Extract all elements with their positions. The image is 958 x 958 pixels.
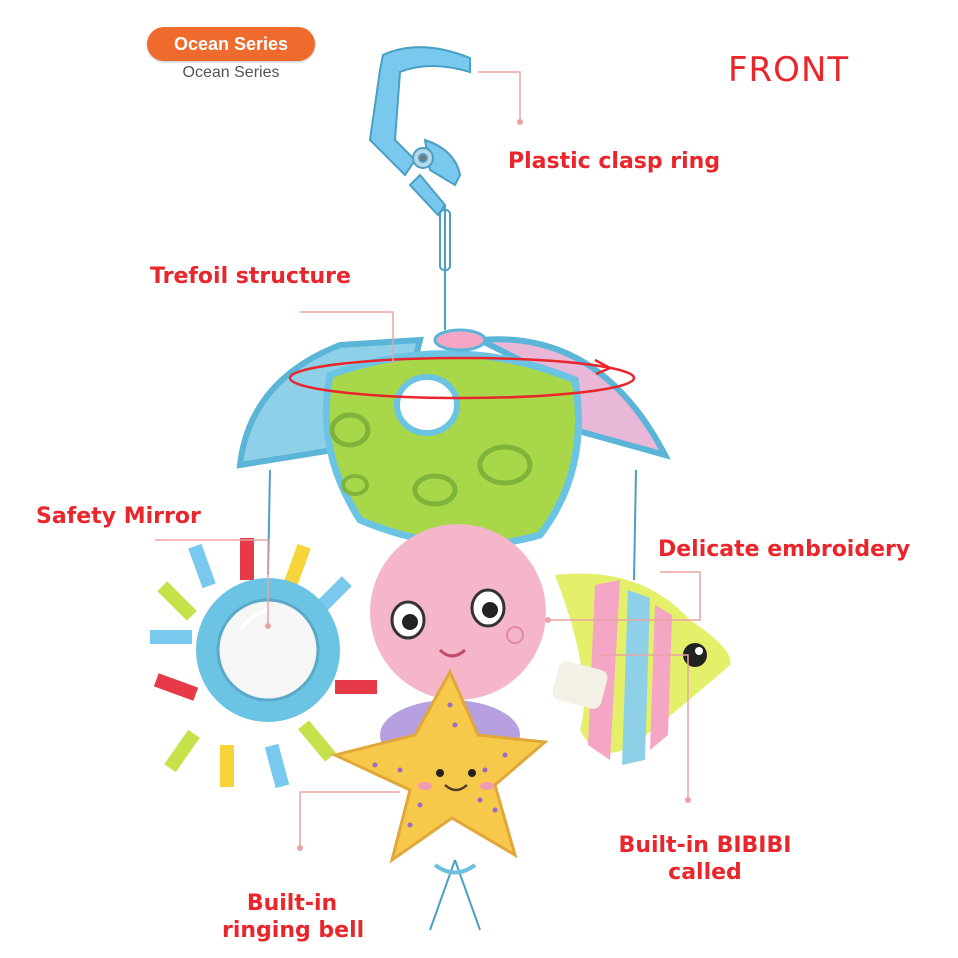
callout-dots xyxy=(265,119,691,851)
callout-mirror-label: Safety Mirror xyxy=(36,504,201,529)
callout-bibibi-label: Built-in BIBIBI called xyxy=(600,832,810,886)
callout-bibibi-line2: called xyxy=(668,860,742,885)
callout-clasp-label: Plastic clasp ring xyxy=(508,149,721,174)
callout-bell-line1: Built-in xyxy=(246,891,338,916)
safety-mirror xyxy=(150,538,377,789)
starfish-plush xyxy=(330,668,549,875)
trefoil-canopy xyxy=(236,328,671,549)
callout-bibibi-line1: Built-in BIBIBI xyxy=(618,833,792,858)
series-badge: Ocean Series xyxy=(147,27,315,61)
series-subtitle: Ocean Series xyxy=(182,64,280,81)
callout-embroidery-label: Delicate embroidery xyxy=(658,537,911,562)
plastic-clasp xyxy=(368,46,471,271)
rotation-ring-indicator xyxy=(288,356,636,400)
callout-lines xyxy=(155,71,701,848)
callout-bell-label: Built-in ringing bell xyxy=(222,890,365,944)
view-label: FRONT xyxy=(728,50,850,90)
callout-trefoil-label: Trefoil structure xyxy=(150,264,351,289)
angelfish-plush xyxy=(552,573,731,765)
callout-bell-line2: ringing bell xyxy=(222,918,365,943)
